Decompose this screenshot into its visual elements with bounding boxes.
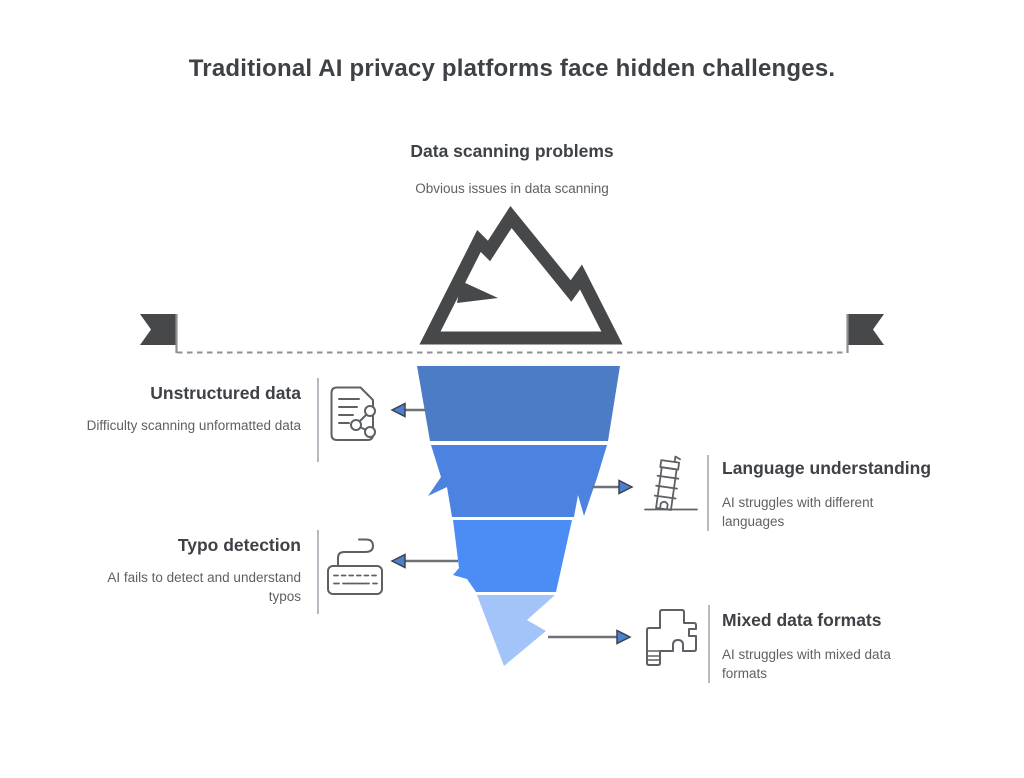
mountain-icon xyxy=(419,205,623,345)
iceberg-segment-4 xyxy=(477,595,555,666)
arrowhead-right-icon xyxy=(618,479,634,495)
iceberg-body xyxy=(417,366,620,666)
arrowhead-right-icon xyxy=(616,629,632,645)
surface-subheading: Obvious issues in data scanning xyxy=(415,181,609,196)
iceberg-segment-1 xyxy=(417,366,620,441)
callout-desc-mixed-data-formats: AI struggles with mixed data formats xyxy=(722,647,891,681)
keyboard-icon xyxy=(327,538,383,595)
arrowhead-left-icon xyxy=(390,402,406,418)
document-share-icon xyxy=(330,386,376,441)
pisa-tower-icon xyxy=(644,455,698,511)
left-flag-icon xyxy=(140,314,178,353)
iceberg-segment-3 xyxy=(453,520,572,592)
callout-desc-unstructured-data: Difficulty scanning unformatted data xyxy=(86,418,301,433)
arrow-mixed-data-formats xyxy=(548,629,632,645)
arrow-unstructured-data xyxy=(390,402,426,418)
arrowhead-left-icon xyxy=(390,553,406,569)
iceberg-segment-2 xyxy=(428,445,607,517)
callout-title-typo-detection: Typo detection xyxy=(177,535,301,555)
mountain-crack xyxy=(457,281,498,303)
page-title: Traditional AI privacy platforms face hi… xyxy=(188,55,836,82)
callout-desc-typo-detection: AI fails to detect and understand typos xyxy=(107,570,301,604)
puzzle-icon xyxy=(646,609,697,666)
callout-title-mixed-data-formats: Mixed data formats xyxy=(722,610,882,630)
arrow-language-understanding xyxy=(592,479,634,495)
surface-heading: Data scanning problems xyxy=(410,141,614,161)
right-flag-icon xyxy=(846,314,884,353)
callout-desc-language-understanding: AI struggles with different languages xyxy=(722,495,874,529)
arrow-typo-detection xyxy=(390,553,458,569)
callout-title-language-understanding: Language understanding xyxy=(722,458,932,478)
callout-title-unstructured-data: Unstructured data xyxy=(150,383,301,403)
